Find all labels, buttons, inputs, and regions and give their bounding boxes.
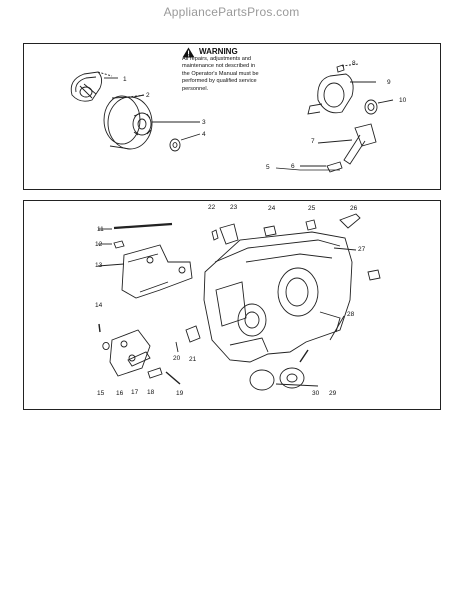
bracket-small-drawing [219,223,239,245]
warning-line: maintenance not described in [182,63,256,70]
callout-26: 26 [350,205,358,212]
callout-1: 1 [123,76,127,83]
warning-line: the Operator's Manual must be [182,70,259,77]
screw-drawing [211,229,219,241]
callout-13: 13 [95,262,103,269]
diagram-panel-clutch [23,43,441,190]
callout-7: 7 [311,138,315,145]
callout-27: 27 [358,246,366,253]
callout-20: 20 [173,355,181,362]
warning-line: All repairs, adjustments and [182,56,252,62]
callout-14: 14 [95,302,103,309]
callout-3: 3 [202,119,206,126]
callout-30: 30 [312,390,320,397]
callout-19: 19 [176,390,184,397]
clutch-drum-drawing [103,94,153,150]
callout-9: 9 [387,79,391,86]
bar-rod-drawing [113,222,173,230]
starter-pulley-drawing [249,349,319,391]
callout-15: 15 [97,390,105,397]
callout-17: 17 [131,389,139,396]
callout-21: 21 [189,356,197,363]
bracket-drawing [97,244,193,299]
callout-2: 2 [146,92,150,99]
sprocket-drawing [132,112,200,136]
warning-title: WARNING [199,47,238,56]
oil-pump-worm-drawing [275,123,377,173]
washer-drawing [169,133,201,152]
warning-line: personnel. [182,85,209,92]
nut-drawing [263,225,277,237]
watermark-text: AppliancePartsPros.com [163,5,300,19]
callout-22: 22 [208,204,216,211]
oil-pump-drawing [307,63,394,115]
callout-12: 12 [95,241,103,248]
callout-18: 18 [147,389,155,396]
clutch-assembly-drawing [70,71,113,102]
crankcase-housing-drawing [203,231,353,363]
callout-29: 29 [329,390,337,397]
warning-line: performed by qualified service [182,78,257,85]
callout-25: 25 [308,205,316,212]
callout-23: 23 [230,204,238,211]
callout-8: 8 [352,60,356,67]
clip-drawing [305,219,317,231]
guide-plate-drawing [109,329,151,377]
callout-4: 4 [202,131,206,138]
warning-triangle-icon [182,47,195,58]
callout-16: 16 [116,390,124,397]
warning-notice: WARNING All repairs, adjustments and mai… [182,47,274,93]
callout-11: 11 [97,226,104,233]
diagram-panel-housing [23,200,441,410]
lever-drawing [339,213,361,229]
callout-28: 28 [347,311,355,318]
callout-5: 5 [266,164,270,171]
callout-10: 10 [399,97,407,104]
callout-6: 6 [291,163,295,170]
callout-24: 24 [268,205,276,212]
